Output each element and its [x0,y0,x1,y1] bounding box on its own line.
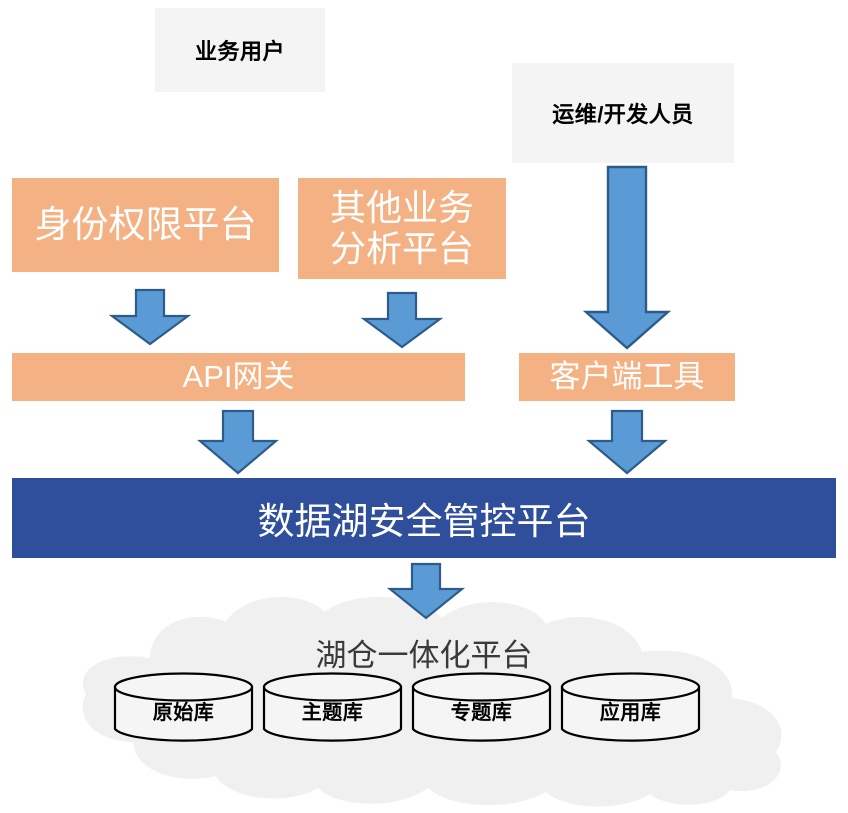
actor-box-business-user[interactable]: 业务用户 [155,8,325,92]
arrow-core-to-lakehouse [386,562,466,620]
platform-label-other-analytics-line1: 其他业务 [329,187,474,229]
database-cylinder-subject[interactable]: 主题库 [262,672,403,744]
database-cylinder-topic[interactable]: 专题库 [411,672,552,744]
arrow-identity-to-api-gateway [108,288,192,346]
arrow-opsdev-to-client-tool [582,165,672,351]
lakehouse-title: 湖仓一体化平台 [0,630,848,675]
database-cylinder-raw[interactable]: 原始库 [113,672,254,744]
actor-label-ops-dev: 运维/开发人员 [552,102,694,127]
arrow-analytics-to-api-gateway [360,291,444,349]
database-cylinder-application[interactable]: 应用库 [560,672,701,744]
gateway-box-api[interactable]: API网关 [12,353,465,401]
lakehouse-title-text: 湖仓一体化平台 [315,638,533,673]
arrow-api-gateway-to-core [196,409,280,475]
actor-label-business-user: 业务用户 [194,39,285,64]
database-label-topic: 专题库 [450,701,513,724]
arrow-client-tool-to-core [585,409,669,475]
actor-box-ops-dev[interactable]: 运维/开发人员 [512,63,734,163]
core-platform-bar[interactable]: 数据湖安全管控平台 [12,478,836,558]
database-label-subject: 主题库 [301,701,364,724]
platform-box-identity[interactable]: 身份权限平台 [12,178,279,272]
gateway-box-client-tool[interactable]: 客户端工具 [519,353,735,401]
gateway-label-client-tool: 客户端工具 [549,358,705,394]
core-platform-label: 数据湖安全管控平台 [257,501,591,542]
platform-label-identity: 身份权限平台 [34,204,257,246]
gateway-label-api: API网关 [182,358,295,394]
database-label-raw: 原始库 [152,701,215,724]
platform-label-other-analytics-line2: 分析平台 [329,227,474,269]
database-label-application: 应用库 [599,701,662,724]
platform-box-other-analytics[interactable]: 其他业务 分析平台 [298,178,506,279]
